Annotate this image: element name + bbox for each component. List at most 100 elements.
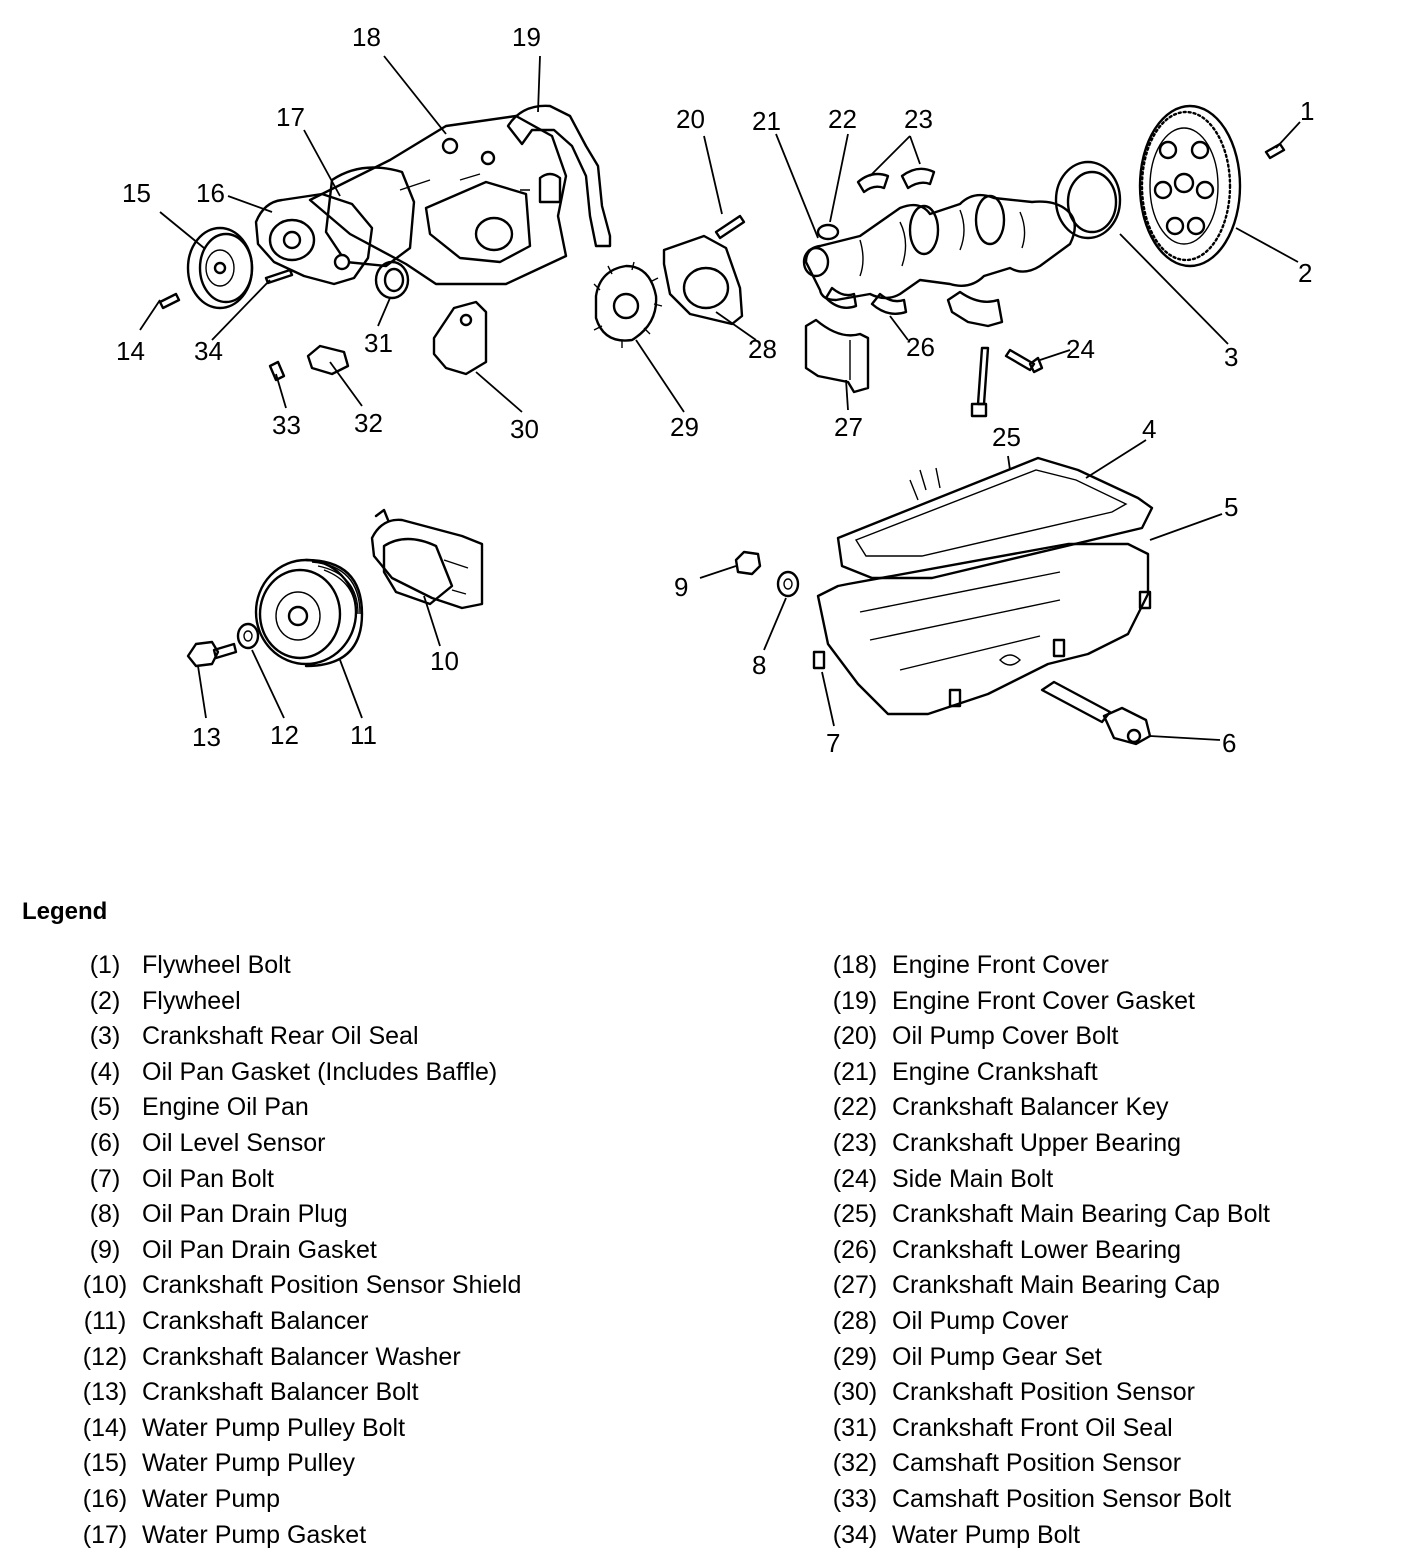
callout-34: 34 [194,336,223,366]
legend-item-number: (17) [82,1520,128,1549]
legend-item-number: (28) [832,1306,878,1335]
callout-33: 33 [272,410,301,440]
legend-item: (13) Crankshaft Balancer Bolt [68,1375,521,1411]
legend-item: (27)Crankshaft Main Bearing Cap [818,1268,1270,1304]
legend-item-label: Crankshaft Position Sensor Shield [142,1271,522,1300]
callout-3: 3 [1224,342,1238,372]
legend-item-number: (7) [89,1164,121,1193]
legend-item-label: Crankshaft Balancer Bolt [142,1378,419,1407]
legend-item-label: Flywheel [142,986,241,1015]
legend-item-label: Crankshaft Balancer Key [892,1093,1169,1122]
legend-item-label: Engine Crankshaft [892,1057,1098,1086]
legend-item: (21)Engine Crankshaft [818,1055,1270,1091]
legend-item: (9) Oil Pan Drain Gasket [68,1233,521,1269]
crankshaft-upper-bearing [856,167,936,194]
oil-pump-cover [662,234,744,326]
callout-21: 21 [752,106,781,136]
callout-7: 7 [826,728,840,758]
legend-item-label: Camshaft Position Sensor [892,1449,1182,1478]
legend-item-number: (30) [832,1378,878,1407]
legend-item-number: (33) [832,1484,878,1513]
legend-item: (16)Water Pump [68,1482,521,1518]
legend-item-number: (19) [832,986,878,1015]
legend-item-number: (6) [89,1128,121,1157]
legend-item: (24)Side Main Bolt [818,1162,1270,1198]
water-pump-gasket [324,166,416,268]
crankshaft-balancer-washer [236,622,260,650]
legend-item: (30)Crankshaft Position Sensor [818,1375,1270,1411]
oil-pan-drain-gasket [734,550,762,576]
callout-4: 4 [1142,414,1156,444]
callout-1: 1 [1300,96,1314,126]
legend-item-label: Crankshaft Upper Bearing [892,1128,1182,1157]
legend-item-number: (9) [89,1235,121,1264]
callout-12: 12 [270,720,299,750]
crankshaft-main-bearing-cap [804,318,870,394]
callout-29: 29 [670,412,699,442]
legend-left-column: (1) Flywheel Bolt (2) Flywheel (3) Crankshaft… [68,948,522,1553]
callout-28: 28 [748,334,777,364]
callout-27: 27 [834,412,863,442]
callout-9: 9 [674,572,688,602]
legend-item-number: (26) [832,1235,878,1264]
callout-25: 25 [992,422,1021,452]
crankshaft-position-sensor [432,300,488,376]
oil-pump-gear-set [593,261,663,348]
legend-item: (32) Camshaft Position Sensor [818,1446,1270,1482]
crankshaft-balancer [254,558,364,668]
legend-item-label: Water Pump Pulley [142,1449,356,1478]
camshaft-position-sensor-bolt [268,360,286,382]
crankshaft-balancer-key [816,223,840,241]
crankshaft-rear-oil-seal [1054,160,1122,240]
legend-item-label: Oil Pump Cover Bolt [892,1022,1119,1051]
legend-item-label: Crankshaft Front Oil Seal [892,1413,1173,1442]
legend-item-number: (24) [832,1164,878,1193]
legend-item-number: (25) [832,1200,878,1229]
legend-item-number: (5) [89,1093,121,1122]
crankshaft-lower-bearing [824,286,908,315]
legend-item-label: Oil Pan Drain Gasket [142,1235,377,1264]
legend-item: (34)Water Pump Bolt [818,1518,1270,1554]
water-pump-pulley [186,226,254,310]
callout-30: 30 [510,414,539,444]
legend-item-number: (18) [832,951,878,979]
callout-11: 11 [350,720,377,750]
legend-item: (15) Water Pump Pulley [68,1446,521,1482]
legend-item: (11)Crankshaft Balancer [68,1304,521,1340]
legend-item-number: (1) [89,951,121,979]
callout-8: 8 [752,650,766,680]
engine-crankshaft [802,193,1076,302]
legend-item-label: Flywheel Bolt [142,951,291,979]
legend-item-number: (15) [82,1449,128,1478]
camshaft-position-sensor [306,344,350,376]
callout-2: 2 [1298,258,1312,288]
oil-pan-bolt [812,590,1152,708]
oil-pan-gasket [836,456,1154,580]
legend-item-label: Crankshaft Lower Bearing [892,1235,1182,1264]
legend-item-number: (2) [89,986,121,1015]
legend-item-number: (11) [83,1306,127,1335]
legend-item: (29)Oil Pump Gear Set [818,1340,1270,1376]
callout-31: 31 [364,328,393,358]
legend-item-number: (13) [82,1378,128,1407]
legend-title: Legend [22,898,108,925]
callout-14: 14 [116,336,145,366]
engine-oil-pan [816,542,1150,716]
legend-item-number: (3) [89,1022,121,1051]
legend-item-label: Oil Level Sensor [142,1128,326,1157]
callout-26: 26 [906,332,935,362]
legend-item-number: (22) [832,1093,878,1122]
legend-item-number: (32) [832,1449,878,1478]
legend-item-label: Water Pump Pulley Bolt [142,1413,406,1442]
legend-item: (26) Crankshaft Lower Bearing [818,1233,1270,1269]
legend-item: (31)Crankshaft Front Oil Seal [818,1411,1270,1447]
legend-item-label: Crankshaft Rear Oil Seal [142,1022,419,1051]
legend-item: (20)Oil Pump Cover Bolt [818,1019,1270,1055]
crankshaft-front-oil-seal [374,260,410,300]
oil-pan-drain-plug [776,570,800,598]
legend-item: (28)Oil Pump Cover [818,1304,1270,1340]
legend-item: (10)Crankshaft Position Sensor Shield [68,1268,522,1304]
flywheel-bolt [1264,142,1286,160]
flywheel [1138,104,1242,268]
callout-10: 10 [430,646,459,676]
